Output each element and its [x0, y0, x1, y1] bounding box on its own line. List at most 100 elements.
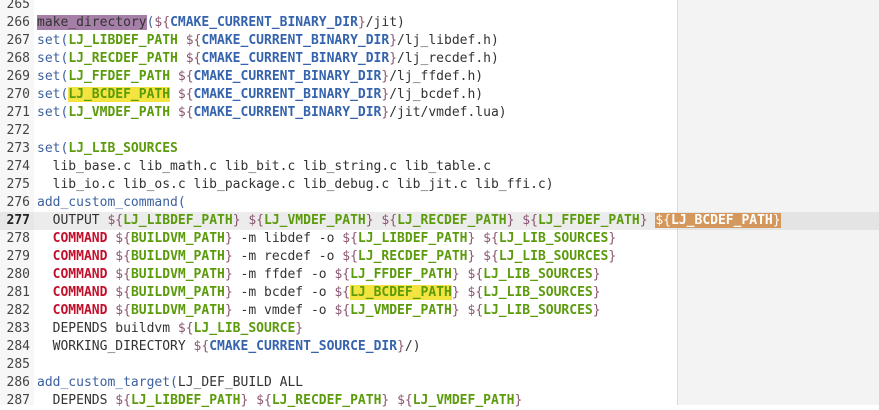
token-var: LJ_VMDEF_PATH	[350, 303, 452, 318]
code-line[interactable]: 287 DEPENDS ${LJ_LIBDEF_PATH} ${LJ_RECDE…	[0, 392, 879, 410]
token-txt	[37, 249, 53, 264]
code-line[interactable]: 277 OUTPUT ${LJ_LIBDEF_PATH} ${LJ_VMDEF_…	[0, 212, 879, 230]
token-var: LJ_BCDEF_PATH	[350, 285, 452, 300]
token-var: LJ_BCDEF_PATH	[671, 213, 773, 228]
token-br: ${	[177, 87, 194, 102]
right-margin-panel	[677, 0, 879, 405]
token-br: ${	[467, 303, 484, 318]
token-txt: -m ffdef -o	[232, 267, 335, 282]
line-number-gutter	[0, 0, 34, 405]
token-br: ${	[342, 231, 358, 246]
token-br: ${	[177, 321, 194, 336]
token-br: ${	[483, 249, 499, 264]
code-line[interactable]: 265	[0, 0, 879, 14]
code-line[interactable]: 274 lib_base.c lib_math.c lib_bit.c lib_…	[0, 158, 879, 176]
code-line[interactable]: 271 set(LJ_VMDEF_PATH ${CMAKE_CURRENT_BIN…	[0, 104, 879, 122]
token-txt	[475, 231, 483, 246]
code-line[interactable]: 281 COMMAND ${BUILDVM_PATH} -m bcdef -o …	[0, 284, 879, 302]
line-number: 276	[6, 195, 30, 210]
token-txt: /lj_bcdef.h)	[389, 87, 484, 102]
token-br: ${	[397, 393, 413, 408]
token-txt: /jit)	[365, 15, 405, 30]
token-txt	[37, 267, 53, 282]
code-line[interactable]: 279 COMMAND ${BUILDVM_PATH} -m recdef -o…	[0, 248, 879, 266]
line-number: 286	[6, 375, 30, 390]
token-txt	[170, 69, 178, 84]
token-var: LJ_LIB_SOURCES	[68, 141, 178, 156]
token-var: BUILDVM_PATH	[130, 267, 225, 282]
token-fn: set(	[37, 33, 69, 48]
code-line[interactable]: 283 DEPENDS buildvm ${LJ_LIB_SOURCE}	[0, 320, 879, 338]
code-line[interactable]: 272	[0, 122, 879, 140]
token-fn: (	[146, 15, 155, 30]
line-number: 270	[6, 87, 30, 102]
token-var: LJ_VMDEF_PATH	[412, 393, 515, 408]
line-number: 283	[6, 321, 30, 336]
token-var: LJ_RECDEF_PATH	[271, 393, 382, 408]
token-br: }	[381, 393, 390, 408]
token-txt: /lj_ffdef.h)	[389, 69, 484, 84]
line-number: 269	[6, 69, 30, 84]
code-text: COMMAND ${BUILDVM_PATH} -m recdef -o ${L…	[37, 248, 617, 266]
line-number: 280	[6, 267, 30, 282]
token-br: }	[295, 321, 304, 336]
token-var: LJ_LIBDEF_PATH	[130, 393, 241, 408]
token-br: }	[592, 285, 601, 300]
token-txt: DEPENDS	[37, 393, 116, 408]
line-number: 267	[6, 33, 30, 48]
code-line[interactable]: 275 lib_io.c lib_os.c lib_package.c lib_…	[0, 176, 879, 194]
line-number: 271	[6, 105, 30, 120]
code-text: set(LJ_LIBDEF_PATH ${CMAKE_CURRENT_BINAR…	[37, 32, 499, 50]
token-br: }	[224, 231, 233, 246]
code-text: COMMAND ${BUILDVM_PATH} -m bcdef -o ${LJ…	[37, 284, 601, 302]
code-line[interactable]: 276 add_custom_command(	[0, 194, 879, 212]
token-cvar: CMAKE_CURRENT_BINARY_DIR	[201, 33, 390, 48]
line-number: 273	[6, 141, 30, 156]
token-txt: -m recdef -o	[232, 249, 343, 264]
token-br: ${	[177, 69, 194, 84]
code-line[interactable]: 270 set(LJ_BCDEF_PATH ${CMAKE_CURRENT_BIN…	[0, 86, 879, 104]
token-br: }	[381, 69, 390, 84]
code-line[interactable]: 267 set(LJ_LIBDEF_PATH ${CMAKE_CURRENT_BI…	[0, 32, 879, 50]
code-line[interactable]: 285	[0, 356, 879, 374]
token-br: ${	[256, 393, 272, 408]
token-var: LJ_LIBDEF_PATH	[123, 213, 233, 228]
token-var: LJ_RECDEF_PATH	[397, 213, 507, 228]
token-br: ${	[522, 213, 538, 228]
line-number: 272	[6, 123, 30, 138]
token-br: }	[232, 213, 241, 228]
token-txt	[178, 33, 186, 48]
token-br: ${	[248, 213, 264, 228]
line-number: 275	[6, 177, 30, 192]
line-number: 278	[6, 231, 30, 246]
token-br: }	[389, 51, 398, 66]
code-line[interactable]: 282 COMMAND ${BUILDVM_PATH} -m vmdef -o …	[0, 302, 879, 320]
token-kw: COMMAND	[52, 267, 108, 282]
code-line[interactable]: 284 WORKING_DIRECTORY ${CMAKE_CURRENT_SO…	[0, 338, 879, 356]
token-txt: OUTPUT	[37, 213, 108, 228]
code-text: add_custom_command(	[37, 194, 186, 212]
token-kw: COMMAND	[52, 249, 108, 264]
token-txt: /lj_recdef.h)	[397, 51, 499, 66]
token-br: }	[514, 393, 523, 408]
token-var: LJ_RECDEF_PATH	[357, 249, 468, 264]
line-number: 282	[6, 303, 30, 318]
token-kw: COMMAND	[52, 303, 108, 318]
code-line[interactable]: 278 COMMAND ${BUILDVM_PATH} -m libdef -o…	[0, 230, 879, 248]
token-var: LJ_FFDEF_PATH	[350, 267, 452, 282]
token-fn: set(	[37, 87, 69, 102]
token-txt: /)	[404, 339, 421, 354]
code-text: COMMAND ${BUILDVM_PATH} -m ffdef -o ${LJ…	[37, 266, 601, 284]
token-br: ${	[193, 339, 210, 354]
code-text: set(LJ_VMDEF_PATH ${CMAKE_CURRENT_BINARY…	[37, 104, 507, 122]
token-br: ${	[342, 249, 358, 264]
code-line[interactable]: 280 COMMAND ${BUILDVM_PATH} -m ffdef -o …	[0, 266, 879, 284]
code-text: set(LJ_BCDEF_PATH ${CMAKE_CURRENT_BINARY…	[37, 86, 483, 104]
